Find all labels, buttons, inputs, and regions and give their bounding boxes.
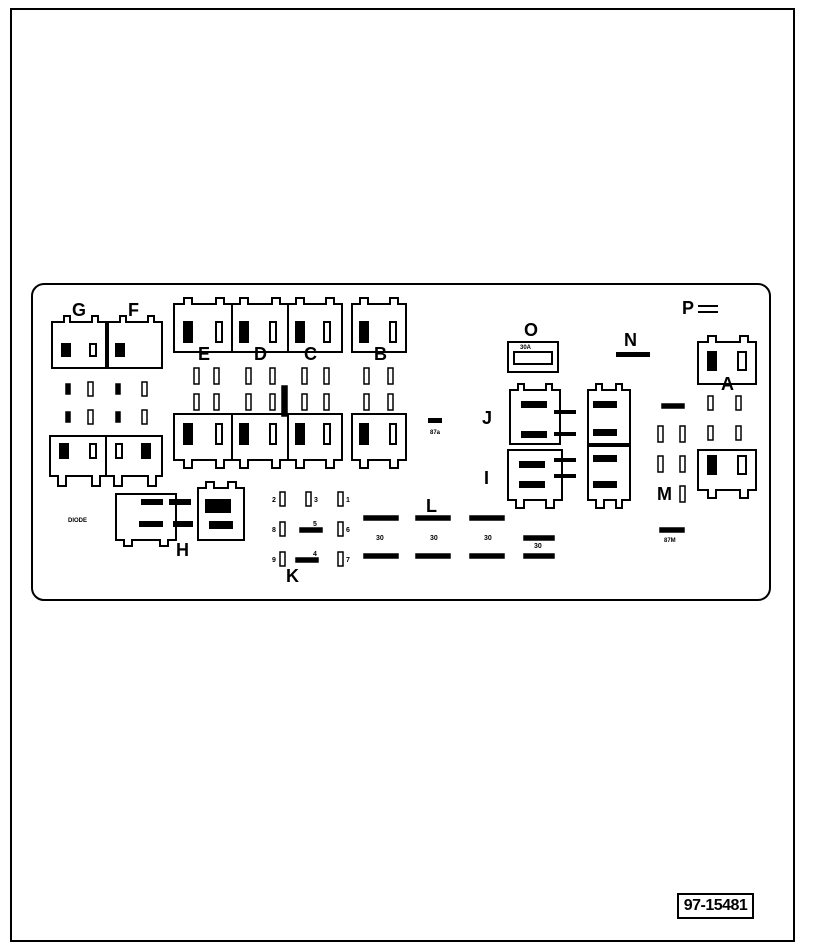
relay-h (115, 481, 245, 547)
relay-n-upper (587, 383, 631, 445)
k-pos-9: 9 (272, 557, 276, 564)
section-label-n: N (624, 330, 637, 350)
k-fuse-grid (279, 491, 344, 567)
relay-f-top (107, 315, 163, 369)
section-label-c: C (304, 344, 317, 364)
m-column-fuses (657, 403, 686, 533)
svg-text:30A: 30A (520, 345, 532, 351)
k-pos-2: 2 (272, 497, 276, 504)
l-fuse-1-value: 30 (376, 535, 384, 542)
gf-fuses (65, 381, 148, 425)
relay-i (507, 449, 563, 509)
relay-a-bottom (697, 449, 757, 499)
relay-a-top (697, 335, 757, 385)
relay-c-top (287, 297, 343, 353)
section-label-p: P (682, 298, 694, 318)
relay-g-top (51, 315, 107, 369)
section-label-d: D (254, 344, 267, 364)
relay-b-bottom (351, 413, 407, 469)
section-label-o: O (524, 320, 538, 340)
section-label-f: F (128, 300, 139, 320)
section-label-j: J (482, 408, 492, 428)
section-label-k: K (286, 566, 299, 586)
section-label-b: B (374, 344, 387, 364)
section-label-m: M (657, 484, 672, 504)
figure-id-box: 97-15481 (677, 893, 754, 919)
k-pos-8: 8 (272, 527, 276, 534)
section-label-e: E (198, 344, 210, 364)
relay-e-top (173, 297, 233, 353)
n-label-bar (616, 352, 650, 357)
svg-text:DIODE: DIODE (68, 518, 87, 524)
relay-b-top (351, 297, 407, 353)
k-pos-5: 5 (313, 521, 317, 528)
page-border (10, 8, 795, 942)
l-fuse-4-value: 30 (534, 543, 542, 550)
relay-n-lower (587, 445, 631, 509)
section-label-a: A (721, 374, 734, 394)
k-pos-1: 1 (346, 497, 350, 504)
k-pos-7: 7 (346, 557, 350, 564)
section-label-h: H (176, 540, 189, 560)
k-pos-4: 4 (313, 551, 317, 558)
ij-mid-fuses (554, 410, 576, 478)
relay-c-bottom (287, 413, 343, 469)
maxi-fuse-o (507, 341, 559, 373)
a-mid-fuses (707, 395, 742, 441)
svg-text:87M: 87M (664, 538, 676, 544)
relay-f-bottom (105, 435, 163, 487)
section-label-g: G (72, 300, 86, 320)
l-fuse-2-value: 30 (430, 535, 438, 542)
p-indicator (698, 305, 718, 313)
section-label-l: L (426, 496, 437, 516)
fuse-small-right-b (428, 418, 442, 423)
k-pos-3: 3 (314, 497, 318, 504)
relay-j (509, 383, 561, 445)
l-fuse-3-value: 30 (484, 535, 492, 542)
section-label-i: I (484, 468, 489, 488)
fuse-panel-outline (31, 283, 771, 601)
edcb-fuses (193, 367, 394, 417)
svg-text:87a: 87a (430, 430, 441, 436)
relay-d-bottom (231, 413, 289, 469)
k-pos-6: 6 (346, 527, 350, 534)
l-fuse-row (363, 515, 555, 559)
relay-e-bottom (173, 413, 233, 469)
relay-g-bottom (49, 435, 107, 487)
